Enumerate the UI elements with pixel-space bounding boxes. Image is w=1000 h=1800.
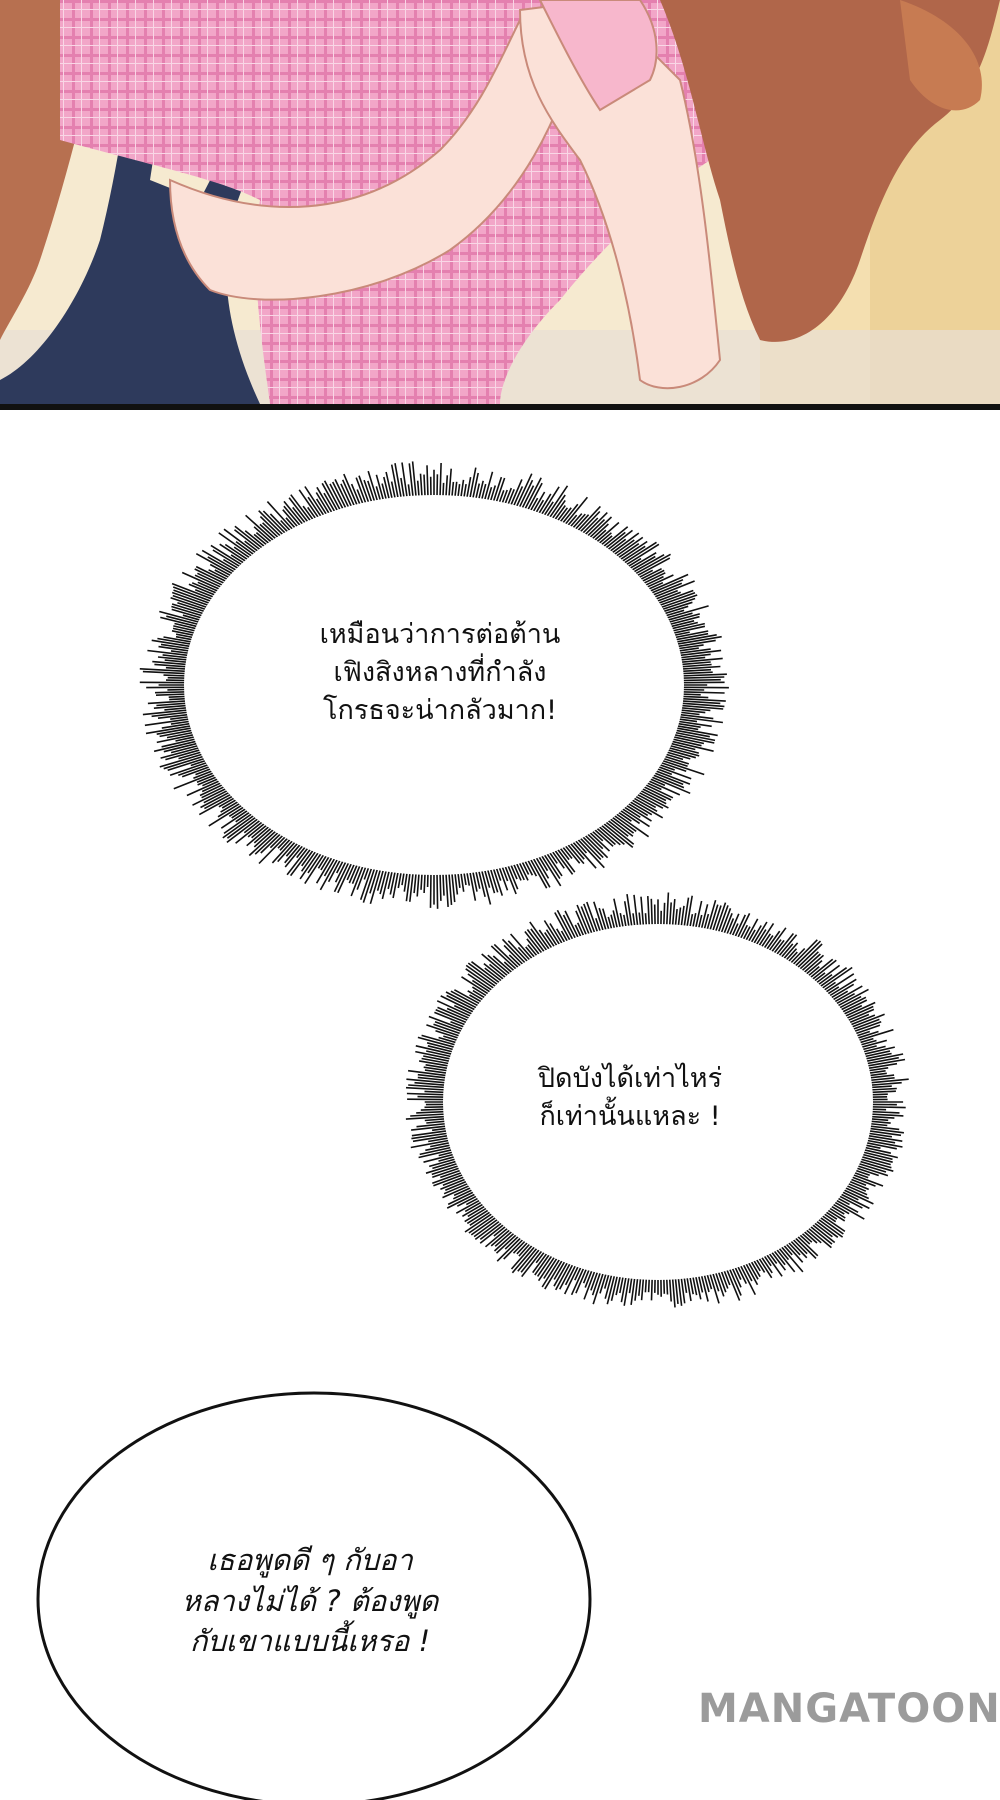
watermark-logo: MANGATOON [698, 1686, 1000, 1732]
panel-divider [0, 404, 1000, 410]
phone [538, 0, 658, 112]
bubble-2-line-1: ปิดบังได้เท่าไหร่ [537, 1063, 723, 1094]
panel-illustration [0, 0, 1000, 404]
bubble-1-line-1: เหมือนว่าการต่อต้าน [319, 619, 561, 650]
bubble-2-line-2: ก็เท่านั้นแหละ ! [539, 1100, 721, 1132]
bubble-3-line-2: หลางไม่ได้ ? ต้องพูด [181, 1583, 439, 1618]
bubble-3-line-3: กับเขาแบบนี้เหรอ ! [189, 1624, 431, 1659]
bubble-3-text: เธอพูดดี ๆ กับอา หลางไม่ได้ ? ต้องพูด กั… [130, 1540, 490, 1662]
comic-panel [0, 0, 1000, 404]
bubble-1-line-2: เฟิงสิงหลางที่กำลัง [333, 656, 547, 688]
hair-strand [900, 0, 982, 111]
hands [518, 0, 722, 390]
bubble-1-line-3: โกรธจะน่ากลัวมาก! [323, 694, 557, 726]
bubble-2-text: ปิดบังได้เท่าไหร่ ก็เท่านั้นแหละ ! [460, 1060, 800, 1136]
bubble-1-text: เหมือนว่าการต่อต้าน เฟิงสิงหลางที่กำลัง … [220, 616, 660, 729]
arm [168, 18, 582, 301]
bubble-3-line-1: เธอพูดดี ๆ กับอา [207, 1543, 413, 1577]
